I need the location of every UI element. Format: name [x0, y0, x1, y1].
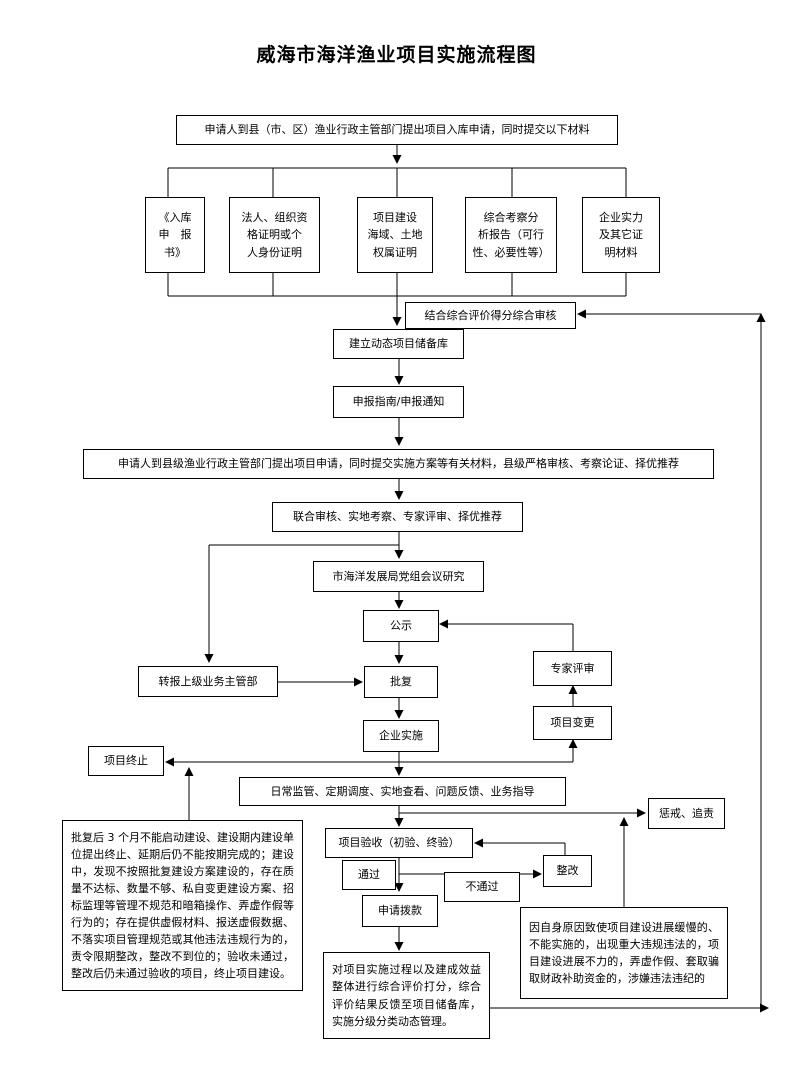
- terminate-text: 项目终止: [104, 754, 148, 768]
- bureau-meeting-text: 市海洋发展局党组会议研究: [332, 569, 465, 583]
- publicity-text: 公示: [390, 619, 412, 633]
- apply-project-box: 申请人到县级渔业行政主管部门提出项目申请，同时提交实施方案等有关材料，县级严格审…: [83, 449, 714, 479]
- termination-rules-box: 批复后 3 个月不能启动建设、建设期内建设单位提出终止、延期后仍不能按期完成的；…: [62, 820, 303, 991]
- fail-text: 不通过: [465, 880, 499, 894]
- implement-text: 企业实施: [379, 729, 423, 743]
- accountability-rules-text: 因自身原因致使项目建设进展缓慢的、不能实施的，出现重大违规违法的，项目建设进展不…: [529, 920, 719, 986]
- guide-notice-box: 申报指南/申报通知: [333, 386, 464, 418]
- doc-strength-text: 企业实力 及其它证 明材料: [599, 211, 643, 259]
- punish-box: 惩戒、追责: [648, 798, 725, 829]
- publicity-box: 公示: [363, 610, 439, 642]
- doc-application-text: 《入库 申 报 书》: [158, 211, 192, 259]
- expert-review-box: 专家评审: [533, 651, 612, 686]
- fail-box: 不通过: [444, 872, 520, 902]
- doc-qualification-text: 法人、组织资 格证明或个 人身份证明: [241, 211, 308, 259]
- apply-fund-text: 申请拨款: [378, 904, 422, 918]
- acceptance-box: 项目验收（初验、终验）: [325, 828, 473, 858]
- project-change-box: 项目变更: [533, 706, 612, 740]
- approve-box: 批复: [364, 666, 438, 698]
- bureau-meeting-box: 市海洋发展局党组会议研究: [313, 561, 484, 592]
- terminate-box: 项目终止: [88, 746, 164, 776]
- rectify-box: 整改: [543, 855, 592, 887]
- daily-supervision-text: 日常监管、定期调度、实地查看、问题反馈、业务指导: [270, 784, 535, 798]
- accountability-rules-box: 因自身原因致使项目建设进展缓慢的、不能实施的，出现重大违规违法的，项目建设进展不…: [520, 907, 728, 999]
- doc-ownership-text: 项目建设 海域、土地 权属证明: [367, 211, 423, 259]
- doc-ownership-box: 项目建设 海域、土地 权属证明: [357, 197, 433, 273]
- daily-supervision-box: 日常监管、定期调度、实地查看、问题反馈、业务指导: [239, 777, 566, 806]
- acceptance-text: 项目验收（初验、终验）: [338, 836, 460, 850]
- doc-strength-box: 企业实力 及其它证 明材料: [582, 197, 660, 273]
- doc-qualification-box: 法人、组织资 格证明或个 人身份证明: [229, 197, 320, 273]
- joint-review-box: 联合审核、实地考察、专家评审、择优推荐: [272, 502, 523, 532]
- pass-box: 通过: [342, 860, 396, 890]
- doc-feasibility-text: 综合考察分 析报告（可行 性、必要性等）: [472, 211, 550, 259]
- project-change-text: 项目变更: [550, 716, 595, 730]
- evaluate-text: 对项目实施过程以及建成效益整体进行综合评价打分，综合评价结果反馈至项目储备库，实…: [332, 963, 481, 1028]
- apply-storage-text: 申请人到县（市、区）渔业行政主管部门提出项目入库申请，同时提交以下材料: [204, 123, 590, 137]
- page-title: 威海市海洋渔业项目实施流程图: [256, 44, 537, 66]
- apply-storage-box: 申请人到县（市、区）渔业行政主管部门提出项目入库申请，同时提交以下材料: [176, 115, 618, 145]
- expert-review-text: 专家评审: [550, 661, 595, 675]
- comprehensive-review-box: 结合综合评价得分综合审核: [405, 302, 576, 329]
- doc-feasibility-box: 综合考察分 析报告（可行 性、必要性等）: [465, 197, 557, 273]
- apply-fund-box: 申请拨款: [362, 895, 438, 927]
- doc-application-box: 《入库 申 报 书》: [145, 197, 205, 273]
- guide-notice-text: 申报指南/申报通知: [352, 395, 445, 409]
- joint-review-text: 联合审核、实地考察、专家评审、择优推荐: [293, 510, 502, 524]
- build-database-box: 建立动态项目储备库: [333, 329, 464, 359]
- report-upper-text: 转报上级业务主管部: [158, 674, 258, 688]
- build-database-text: 建立动态项目储备库: [349, 337, 448, 351]
- approve-text: 批复: [390, 675, 412, 689]
- evaluate-box: 对项目实施过程以及建成效益整体进行综合评价打分，综合评价结果反馈至项目储备库，实…: [323, 952, 490, 1039]
- termination-rules-text: 批复后 3 个月不能启动建设、建设期内建设单位提出终止、延期后仍不能按期完成的；…: [71, 830, 294, 981]
- apply-project-text: 申请人到县级渔业行政主管部门提出项目申请，同时提交实施方案等有关材料，县级严格审…: [118, 457, 679, 471]
- punish-text: 惩戒、追责: [659, 806, 714, 820]
- pass-text: 通过: [358, 868, 380, 882]
- comprehensive-review-text: 结合综合评价得分综合审核: [424, 308, 557, 322]
- implement-box: 企业实施: [363, 720, 439, 752]
- rectify-text: 整改: [556, 864, 579, 878]
- report-upper-box: 转报上级业务主管部: [138, 666, 278, 697]
